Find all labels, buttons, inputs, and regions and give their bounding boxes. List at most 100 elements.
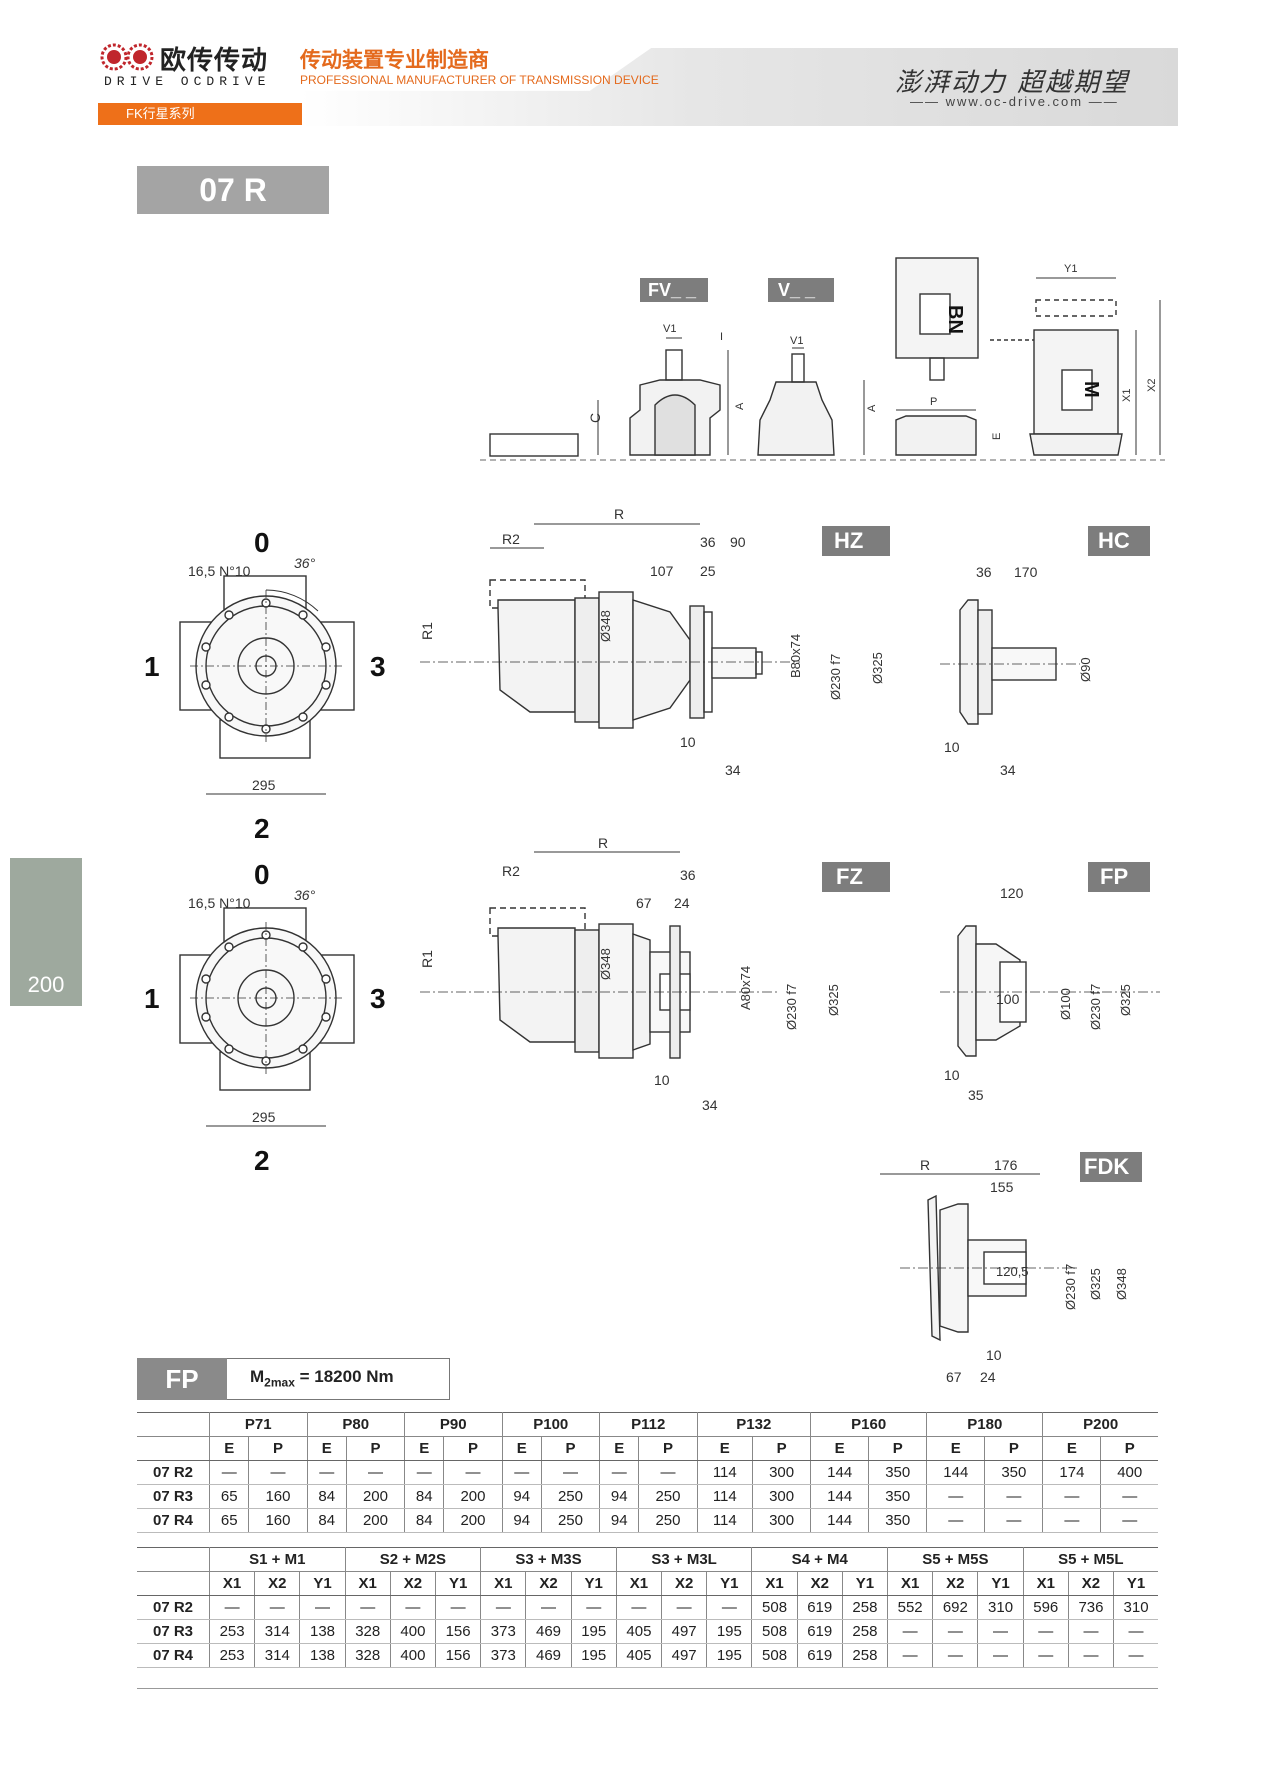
table-cell: — xyxy=(598,1460,639,1485)
dim-34-c: 34 xyxy=(702,1097,718,1113)
table-cell: 84 xyxy=(306,1484,347,1509)
table-cell: — xyxy=(299,1595,346,1620)
page-side-tab xyxy=(10,858,82,1006)
group-header: S1 + M1 xyxy=(209,1547,346,1572)
table-cell: — xyxy=(1113,1619,1158,1644)
table-cell: — xyxy=(570,1595,617,1620)
table-cell: — xyxy=(1113,1643,1158,1668)
table-cell: 300 xyxy=(752,1484,811,1509)
table-cell: — xyxy=(435,1595,481,1620)
sub-header: X1 xyxy=(480,1571,526,1596)
group-header: S3 + M3L xyxy=(615,1547,752,1572)
group-header: S3 + M3S xyxy=(480,1547,617,1572)
group-header: P180 xyxy=(926,1412,1043,1437)
table-cell: 619 xyxy=(796,1619,843,1644)
sub-header: E xyxy=(598,1436,639,1461)
group-header: S5 + M5S xyxy=(887,1547,1024,1572)
sub-header: E xyxy=(208,1436,249,1461)
sub-header: X1 xyxy=(344,1571,391,1596)
row-model: 07 R3 xyxy=(137,1484,210,1509)
table-cell: — xyxy=(208,1460,249,1485)
dim-d325-d: Ø325 xyxy=(1088,1268,1103,1300)
dim-C: C xyxy=(587,413,603,423)
table-cell: — xyxy=(984,1508,1043,1533)
table-cell: 300 xyxy=(752,1460,811,1485)
sub-header: Y1 xyxy=(435,1571,481,1596)
dim-d325-a: Ø325 xyxy=(870,652,885,684)
dim-d90: Ø90 xyxy=(1078,657,1093,682)
table-cell: 405 xyxy=(615,1643,662,1668)
dim-E: E xyxy=(991,433,1003,440)
group-header: P112 xyxy=(599,1412,697,1437)
table-cell: 469 xyxy=(525,1619,572,1644)
table-cell: — xyxy=(1100,1484,1158,1509)
v-adapter xyxy=(757,381,835,456)
group-header: P71 xyxy=(209,1412,307,1437)
dim-36-c: 36 xyxy=(680,867,696,883)
website: —— www.oc-drive.com —— xyxy=(910,94,1119,109)
table-cell: — xyxy=(403,1460,444,1485)
slogan: 澎湃动力 超越期望 xyxy=(895,68,1130,98)
dim-10-c: 10 xyxy=(654,1072,670,1088)
fz-body-left xyxy=(497,927,576,1043)
table-cell: 65 xyxy=(208,1484,249,1509)
table-cell: 114 xyxy=(696,1484,753,1509)
tagline-en: PROFESSIONAL MANUFACTURER OF TRANSMISSIO… xyxy=(300,73,659,87)
hc-flange xyxy=(959,599,979,725)
table-cell: 350 xyxy=(868,1484,927,1509)
table-cell: 253 xyxy=(208,1619,255,1644)
group-header: S4 + M4 xyxy=(751,1547,888,1572)
table-cell: 84 xyxy=(403,1484,444,1509)
table-cell: 497 xyxy=(661,1643,707,1668)
table-cell: 405 xyxy=(615,1619,662,1644)
tag-FV-label: FV_ _ xyxy=(648,280,697,300)
tag-HC-label: HC xyxy=(1098,528,1130,553)
table-cell: 138 xyxy=(299,1643,346,1668)
table-cell: — xyxy=(1100,1508,1158,1533)
table-cell: 114 xyxy=(696,1508,753,1533)
bn-label: BN xyxy=(944,305,966,334)
table-cell: — xyxy=(1022,1619,1069,1644)
dim-10-a: 10 xyxy=(680,734,696,750)
table-cell: — xyxy=(389,1595,436,1620)
table-cell: — xyxy=(887,1643,933,1668)
table-cell: — xyxy=(501,1460,542,1485)
sub-header: X1 xyxy=(1022,1571,1069,1596)
dim-key-b: B80x74 xyxy=(788,634,803,678)
table-cell: — xyxy=(1067,1643,1114,1668)
dim-R-a: R xyxy=(614,506,624,522)
dim-34-a: 34 xyxy=(725,762,741,778)
width-a: 295 xyxy=(252,777,276,793)
table-cell: — xyxy=(661,1595,707,1620)
pos-3-a: 3 xyxy=(370,651,386,682)
table-cell: 692 xyxy=(932,1595,978,1620)
tag-FZ-label: FZ xyxy=(836,864,863,889)
table-cell: 250 xyxy=(540,1484,600,1509)
sub-header: X2 xyxy=(1067,1571,1114,1596)
tag-FZ xyxy=(822,862,890,892)
dim-A-a: A xyxy=(734,402,746,410)
sub-header: X1 xyxy=(615,1571,662,1596)
table-cell: 138 xyxy=(299,1619,346,1644)
holes-b: 16,5 N°10 xyxy=(188,895,251,911)
table-cell: — xyxy=(984,1484,1043,1509)
table-cell: 400 xyxy=(389,1643,436,1668)
table-cell: — xyxy=(932,1643,978,1668)
table-cell: — xyxy=(480,1595,526,1620)
dim-10-b: 10 xyxy=(944,739,960,755)
table-cell: 314 xyxy=(254,1643,300,1668)
tag-FDK-label: FDK xyxy=(1084,1154,1129,1179)
dim-107: 107 xyxy=(650,563,674,579)
page-number: 200 xyxy=(27,972,65,997)
row-model: 07 R2 xyxy=(137,1460,210,1485)
logo-gear-icon xyxy=(100,43,154,71)
sub-header: Y1 xyxy=(1113,1571,1158,1596)
tag-FV xyxy=(640,278,708,302)
tag-FP xyxy=(1088,862,1150,892)
dim-R2-b: R2 xyxy=(502,863,520,879)
table-cell: 300 xyxy=(752,1508,811,1533)
table-cell: 497 xyxy=(661,1619,707,1644)
